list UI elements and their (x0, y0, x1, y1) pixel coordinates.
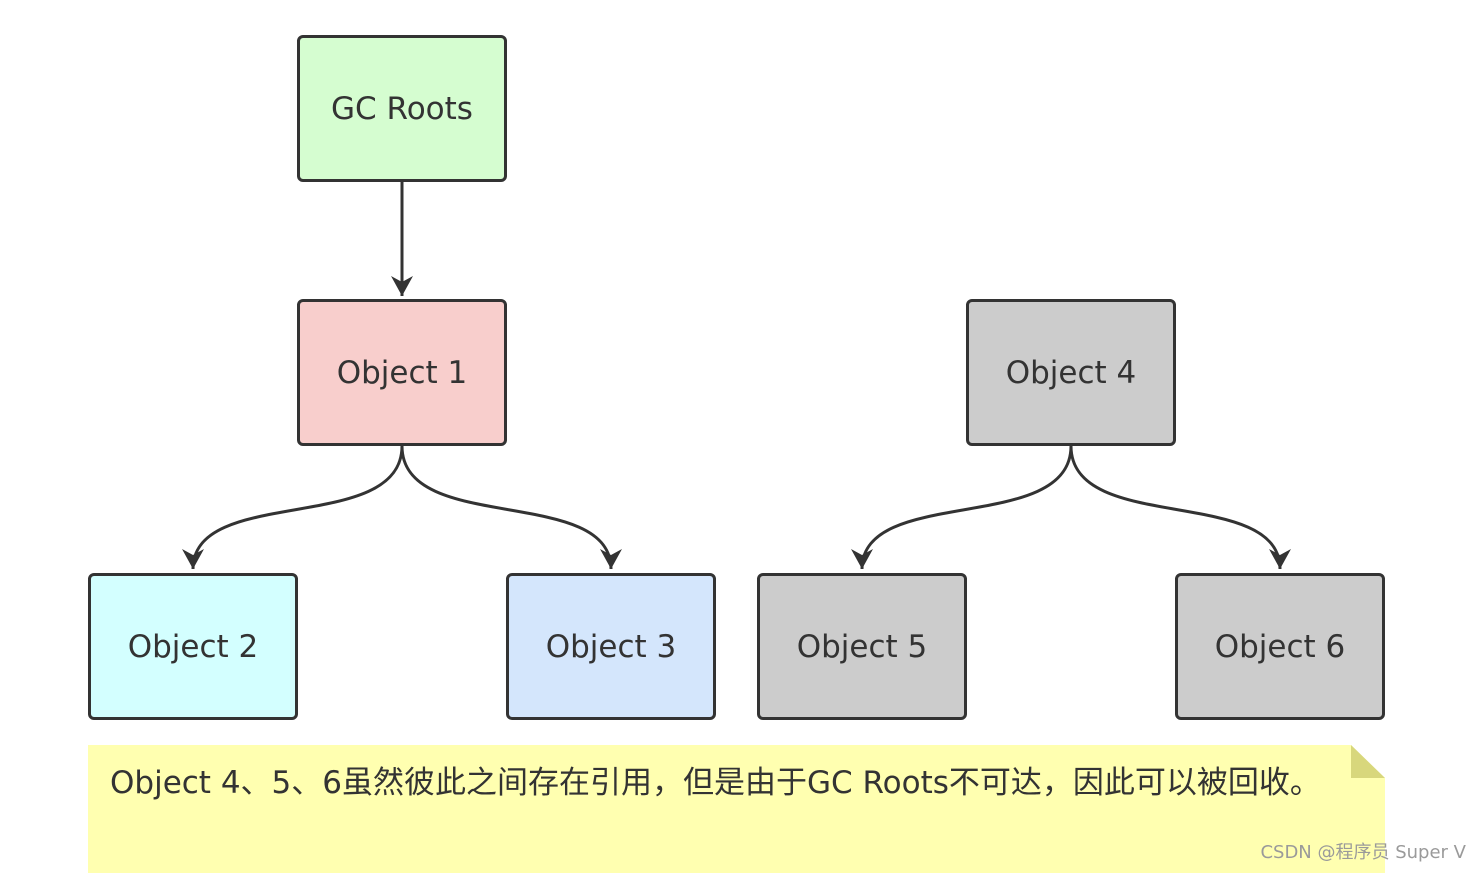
node-object-4-label: Object 4 (1005, 354, 1137, 391)
node-object-4: Object 4 (966, 299, 1176, 446)
edge-object1-object2 (182, 445, 404, 570)
node-gc-roots-label: GC Roots (331, 90, 473, 127)
watermark: CSDN @程序员 Super V (1260, 842, 1466, 863)
node-object-3-label: Object 3 (545, 628, 677, 665)
node-gc-roots: GC Roots (297, 35, 507, 182)
edge-object1-object3 (400, 445, 622, 570)
edge-object4-object5 (851, 445, 1073, 570)
node-object-1-label: Object 1 (336, 354, 468, 391)
node-object-2-label: Object 2 (127, 628, 259, 665)
node-object-5-label: Object 5 (796, 628, 928, 665)
node-object-2: Object 2 (88, 573, 298, 720)
node-object-5: Object 5 (757, 573, 967, 720)
node-object-6-label: Object 6 (1214, 628, 1346, 665)
node-object-1: Object 1 (297, 299, 507, 446)
edge-object4-object6 (1069, 445, 1291, 570)
note-text: Object 4、5、6虽然彼此之间存在引用，但是由于GC Roots不可达，因… (110, 765, 1321, 801)
node-object-3: Object 3 (506, 573, 716, 720)
node-object-6: Object 6 (1175, 573, 1385, 720)
note-box (88, 745, 1385, 873)
